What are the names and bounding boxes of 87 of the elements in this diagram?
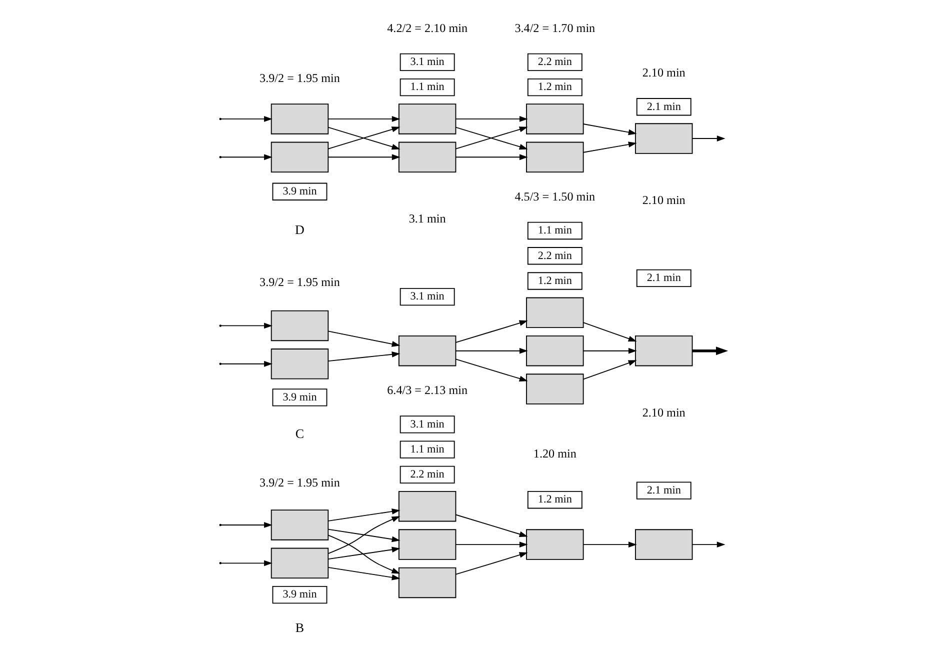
arrow — [455, 358, 528, 382]
label: 2.10 min — [642, 405, 686, 420]
arrow — [220, 522, 272, 528]
node-box — [270, 510, 329, 540]
arrow — [328, 516, 400, 554]
arrow — [328, 546, 400, 560]
node-box: 1.2 min — [527, 491, 582, 509]
node-box — [526, 142, 584, 173]
arrow — [582, 542, 637, 548]
arrow — [582, 348, 637, 354]
node-box — [635, 123, 693, 154]
arrow — [220, 322, 272, 329]
node-box — [526, 374, 584, 404]
arrow — [220, 360, 272, 367]
node-box — [270, 142, 329, 173]
arrow — [455, 514, 528, 537]
node-box: 2.1 min — [636, 269, 692, 288]
node-box: 3.1 min — [400, 288, 455, 306]
node-box — [398, 491, 456, 522]
node-box — [635, 335, 693, 366]
arrow — [692, 542, 726, 548]
label: 4.2/2 = 2.10 min — [387, 20, 468, 35]
node-box — [398, 567, 456, 598]
node-box — [270, 348, 329, 380]
arrow — [220, 560, 272, 566]
node-box: 2.1 min — [636, 98, 692, 116]
arrow — [328, 508, 400, 522]
arrow — [328, 534, 400, 574]
arrow — [582, 124, 637, 136]
node-box: 2.1 min — [636, 482, 692, 500]
arrow — [328, 528, 400, 542]
arrow — [455, 154, 528, 160]
arrow — [328, 116, 400, 122]
node-box: 2.2 min — [527, 53, 582, 71]
label: D — [295, 222, 304, 238]
arrow — [455, 116, 528, 122]
label: 3.4/2 = 1.70 min — [514, 20, 596, 35]
arrow — [328, 567, 400, 580]
label: 4.5/3 = 1.50 min — [514, 189, 596, 204]
label: 3.9/2 = 1.95 min — [260, 71, 340, 86]
node-box — [526, 104, 584, 134]
node-box — [398, 104, 456, 134]
arrow — [220, 154, 272, 160]
label: 3.1 min — [408, 212, 446, 226]
node-box: 2.2 min — [527, 247, 582, 265]
node-box — [526, 529, 584, 560]
label: 2.10 min — [642, 66, 686, 80]
arrow — [328, 330, 400, 347]
node-box: 1.2 min — [527, 78, 582, 96]
node-box — [526, 297, 584, 328]
node-box — [526, 335, 584, 366]
node-box: 2.2 min — [400, 466, 455, 484]
arrow — [328, 154, 400, 160]
arrow — [455, 552, 528, 575]
node-box: 3.1 min — [400, 53, 455, 71]
label: 3.9/2 = 1.95 min — [260, 475, 340, 490]
label: 6.4/3 = 2.13 min — [387, 383, 468, 398]
node-box — [270, 548, 329, 579]
node-box: 3.1 min — [400, 416, 455, 434]
node-box — [398, 335, 456, 366]
arrow — [455, 348, 528, 354]
node-box: 3.9 min — [272, 388, 328, 406]
node-box: 3.9 min — [272, 586, 328, 604]
arrow — [582, 142, 637, 153]
arrow — [455, 542, 528, 548]
arrow — [582, 322, 637, 342]
node-box — [270, 310, 329, 342]
arrow — [220, 116, 272, 122]
node-box — [635, 529, 693, 560]
node-box: 1.1 min — [527, 222, 582, 240]
node-box: 1.1 min — [400, 440, 455, 458]
node-box — [398, 142, 456, 173]
arrow — [582, 360, 637, 380]
node-box: 1.2 min — [527, 272, 582, 290]
node-box — [398, 529, 456, 560]
label: C — [295, 426, 304, 442]
arrow — [692, 136, 726, 142]
label: B — [295, 620, 304, 635]
node-box: 1.1 min — [400, 78, 455, 96]
arrow — [455, 320, 528, 343]
node-box: 3.9 min — [272, 182, 328, 200]
node-box — [270, 104, 329, 134]
label: 2.10 min — [642, 193, 686, 208]
arrow — [692, 346, 728, 356]
label: 3.9/2 = 1.95 min — [260, 275, 340, 290]
arrow — [328, 352, 400, 362]
label: 1.20 min — [533, 446, 576, 460]
